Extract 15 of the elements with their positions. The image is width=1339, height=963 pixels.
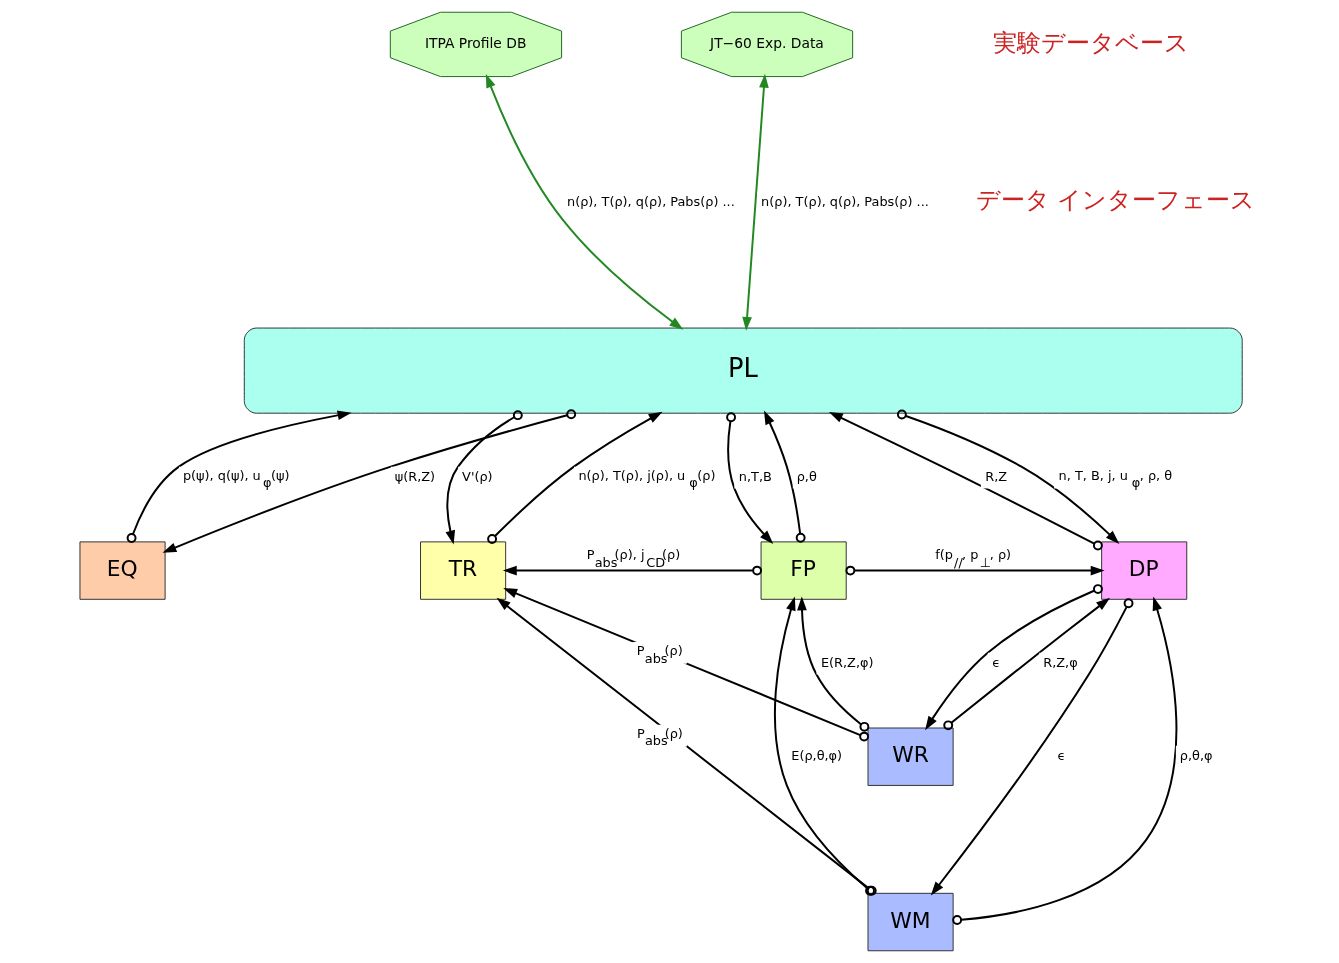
edge-label: n,T,B [738, 468, 772, 484]
edge-label: ϵ [992, 655, 1001, 671]
edge-label: R,Z [985, 468, 1008, 484]
edge-label: E(R,Z,φ) [820, 655, 874, 671]
edge-label: ρ,θ [796, 468, 817, 484]
label: 実験データベース [992, 28, 1189, 57]
edge-label: ϵ [1057, 748, 1066, 764]
edge-label: V'(ρ) [462, 468, 493, 484]
label: データ インターフェース [975, 186, 1256, 215]
edge-label: ρ,θ,φ [1179, 748, 1213, 764]
edge-label: ψ(R,Z) [394, 468, 436, 484]
edge-label: n(ρ), T(ρ), q(ρ), Pabs(ρ) ... [567, 193, 735, 209]
edge-label: E(ρ,θ,φ) [791, 748, 843, 764]
edge-label: R,Z,φ [1043, 655, 1078, 671]
edge-label: n(ρ), T(ρ), q(ρ), Pabs(ρ) ... [761, 193, 929, 209]
